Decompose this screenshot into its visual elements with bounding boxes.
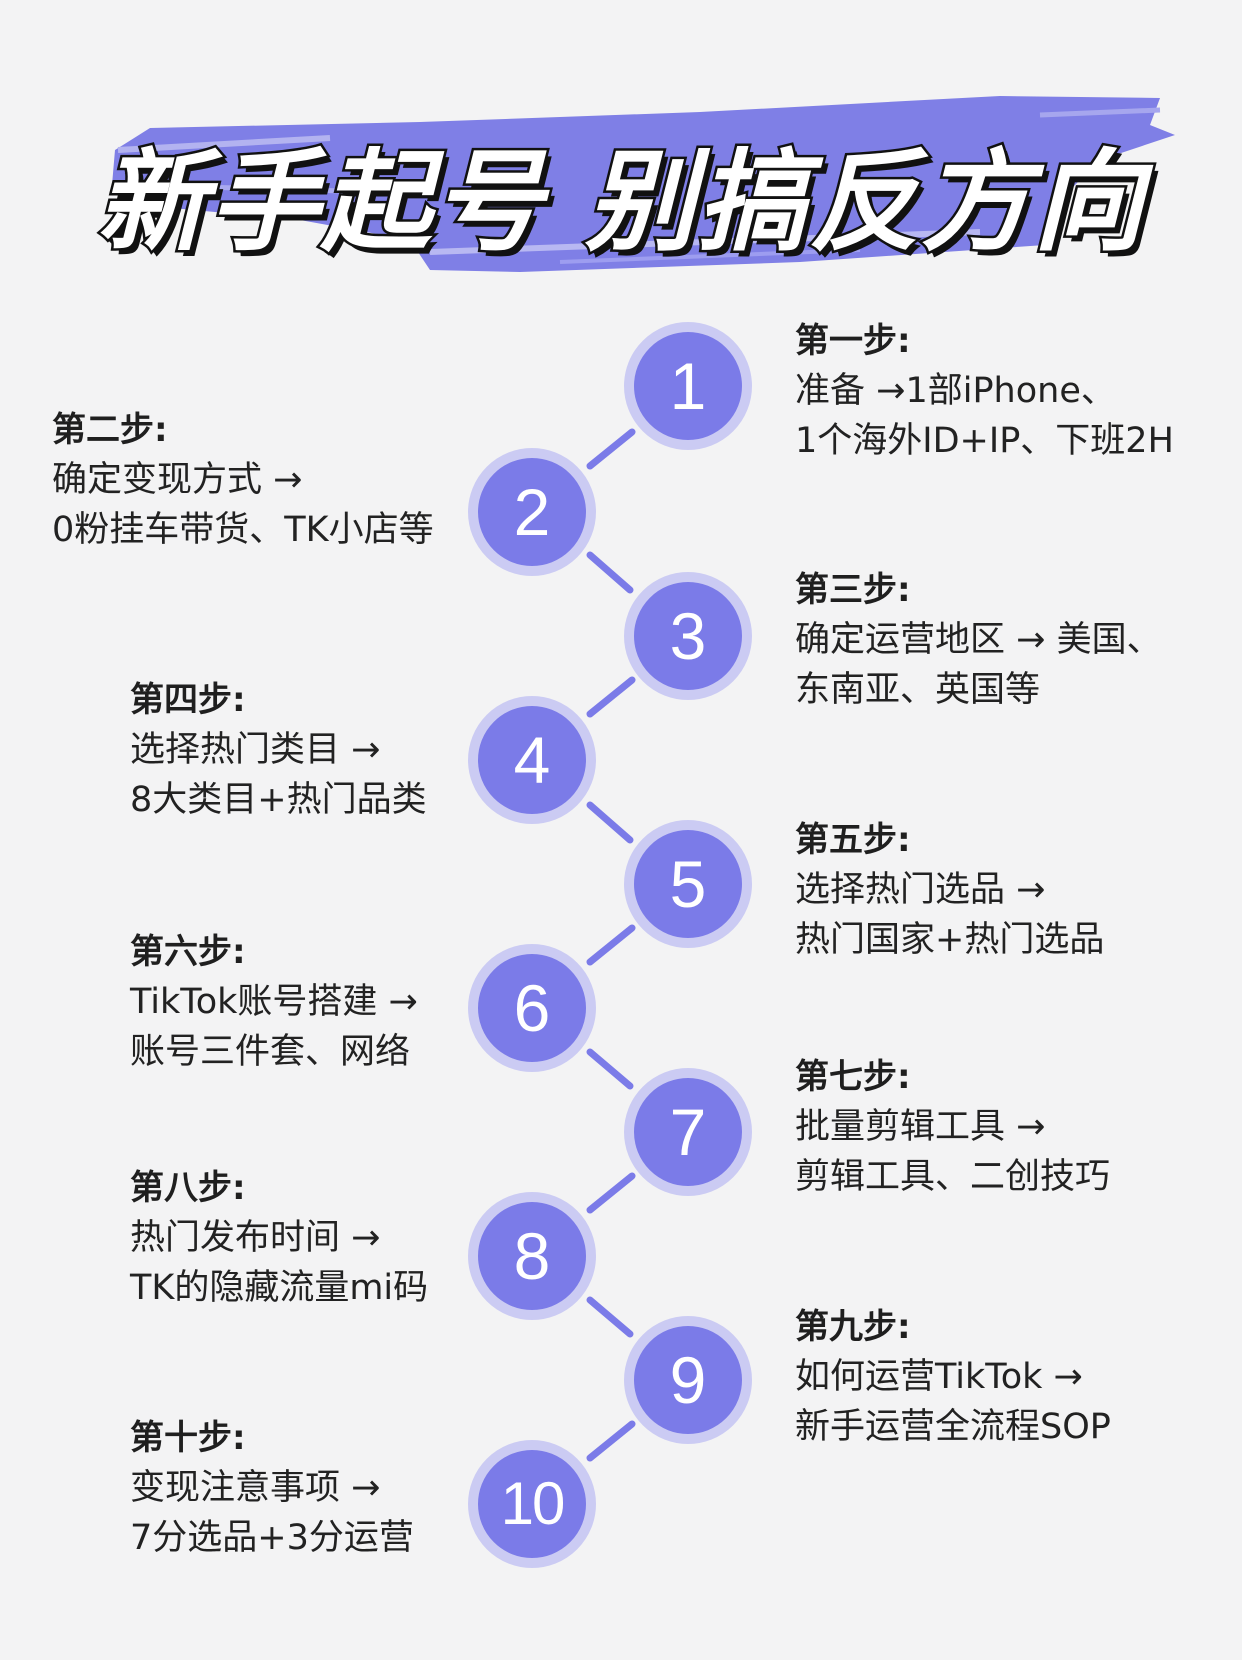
step-text-10: 第十步: 变现注意事项 → 7分选品+3分运营: [130, 1413, 414, 1563]
step-node-8: 8: [468, 1192, 596, 1320]
step-node-2: 2: [468, 448, 596, 576]
step-heading: 第九步:: [795, 1307, 911, 1347]
step-heading: 第十步:: [130, 1418, 246, 1458]
step-line: 选择热门类目 →: [130, 730, 381, 770]
step-heading: 第七步:: [795, 1057, 911, 1097]
title-banner: 新手起号 别搞反方向: [0, 0, 1242, 300]
step-line: 账号三件套、网络: [130, 1032, 411, 1072]
step-heading: 第五步:: [795, 820, 911, 860]
step-text-2: 第二步: 确定变现方式 → 0粉挂车带货、TK小店等: [52, 405, 434, 555]
step-node-9: 9: [624, 1316, 752, 1444]
step-line: 7分选品+3分运营: [130, 1518, 414, 1558]
step-node-5: 5: [624, 820, 752, 948]
step-line: TK的隐藏流量mi码: [130, 1268, 429, 1308]
step-line: 选择热门选品 →: [795, 870, 1046, 910]
step-text-6: 第六步: TikTok账号搭建 → 账号三件套、网络: [130, 927, 418, 1077]
step-node-6: 6: [468, 944, 596, 1072]
step-line: 准备 →1部iPhone、: [795, 371, 1116, 411]
step-line: 新手运营全流程SOP: [795, 1407, 1111, 1447]
brush-stroke-decoration: [112, 96, 1175, 272]
step-heading: 第二步:: [52, 410, 168, 450]
step-line: 确定运营地区 → 美国、: [795, 620, 1162, 660]
step-text-8: 第八步: 热门发布时间 → TK的隐藏流量mi码: [130, 1163, 428, 1313]
step-heading: 第四步:: [130, 680, 246, 720]
step-text-3: 第三步: 确定运营地区 → 美国、 东南亚、英国等: [795, 565, 1162, 715]
step-heading: 第三步:: [795, 570, 911, 610]
step-line: 剪辑工具、二创技巧: [795, 1157, 1111, 1197]
step-text-5: 第五步: 选择热门选品 → 热门国家+热门选品: [795, 815, 1104, 965]
step-heading: 第六步:: [130, 932, 246, 972]
step-node-1: 1: [624, 322, 752, 450]
step-line: 1个海外ID+IP、下班2H: [795, 421, 1174, 461]
step-text-7: 第七步: 批量剪辑工具 → 剪辑工具、二创技巧: [795, 1052, 1110, 1202]
step-line: 确定变现方式 →: [52, 460, 303, 500]
step-line: TikTok账号搭建 →: [130, 982, 418, 1022]
step-node-3: 3: [624, 572, 752, 700]
step-text-1: 第一步: 准备 →1部iPhone、 1个海外ID+IP、下班2H: [795, 316, 1174, 466]
step-node-4: 4: [468, 696, 596, 824]
step-heading: 第八步:: [130, 1168, 246, 1208]
step-text-9: 第九步: 如何运营TikTok → 新手运营全流程SOP: [795, 1302, 1111, 1452]
step-node-10: 10: [468, 1440, 596, 1568]
page-title: 新手起号 别搞反方向: [94, 136, 1146, 269]
step-heading: 第一步:: [795, 321, 911, 361]
step-line: 变现注意事项 →: [130, 1468, 381, 1508]
step-line: 东南亚、英国等: [795, 670, 1041, 710]
step-line: 如何运营TikTok →: [795, 1357, 1083, 1397]
step-line: 热门国家+热门选品: [795, 920, 1105, 960]
step-node-7: 7: [624, 1068, 752, 1196]
step-text-4: 第四步: 选择热门类目 → 8大类目+热门品类: [130, 675, 427, 825]
step-line: 批量剪辑工具 →: [795, 1107, 1046, 1147]
step-line: 热门发布时间 →: [130, 1218, 381, 1258]
step-line: 0粉挂车带货、TK小店等: [52, 510, 434, 550]
step-line: 8大类目+热门品类: [130, 780, 427, 820]
